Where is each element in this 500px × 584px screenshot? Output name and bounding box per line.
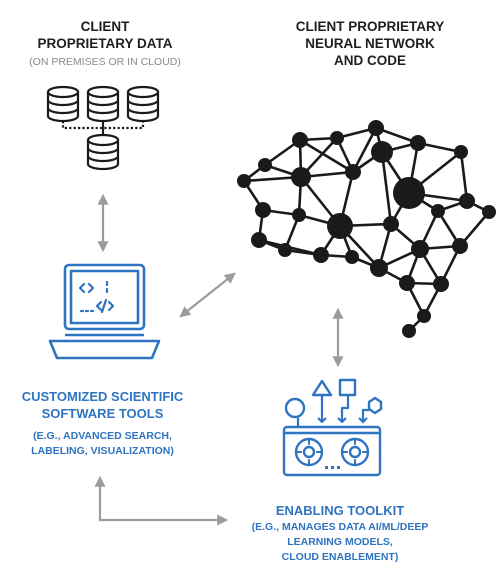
- network-title-line1: CLIENT PROPRIETARY: [295, 19, 445, 34]
- network-node: [399, 275, 415, 291]
- network-node: [278, 243, 292, 257]
- network-node: [411, 240, 429, 258]
- network-node: [452, 238, 468, 254]
- network-edge: [351, 126, 378, 174]
- network-node: [237, 174, 251, 188]
- network-edge: [298, 138, 355, 174]
- toolkit-sub-line1: (E.G., MANAGES DATA AI/ML/DEEP: [251, 521, 429, 533]
- circle-shape-icon: [284, 397, 306, 419]
- software-tools-title-line2: SOFTWARE TOOLS: [41, 406, 164, 421]
- database-cluster-icon: [46, 85, 160, 171]
- client-data-title: CLIENT PROPRIETARY DATA: [20, 18, 190, 52]
- network-node: [313, 247, 329, 263]
- database-icon-center: [86, 85, 120, 123]
- network-node: [327, 213, 353, 239]
- network-node: [410, 135, 426, 151]
- arrow-tools-to-toolkit: [94, 475, 229, 526]
- square-shape-icon: [338, 378, 357, 397]
- code-glyphs: [78, 280, 115, 314]
- toolkit-sub-line3: CLOUD ENABLEMENT): [281, 551, 399, 563]
- network-node: [255, 202, 271, 218]
- network-node: [258, 158, 272, 172]
- hexagon-shape-icon: [367, 396, 383, 415]
- network-title: CLIENT PROPRIETARY NEURAL NETWORK AND CO…: [270, 18, 470, 69]
- network-node: [345, 164, 361, 180]
- network-node: [433, 276, 449, 292]
- laptop-screen: [63, 263, 146, 331]
- network-edges: [242, 126, 491, 333]
- network-node: [371, 141, 393, 163]
- network-node: [291, 167, 311, 187]
- software-tools-title: CUSTOMIZED SCIENTIFIC SOFTWARE TOOLS: [5, 388, 200, 422]
- network-node: [368, 120, 384, 136]
- network-node: [292, 132, 308, 148]
- database-connectors: [61, 121, 145, 135]
- database-icon-bottom: [86, 133, 120, 171]
- toolkit-sub-line2: LEARNING MODELS,: [287, 536, 393, 548]
- machine-body: [282, 425, 382, 477]
- network-node: [370, 259, 388, 277]
- network-node: [459, 193, 475, 209]
- network-node: [402, 324, 416, 338]
- database-icon-right: [126, 85, 160, 123]
- network-node: [345, 250, 359, 264]
- network-node: [417, 309, 431, 323]
- brain-network-icon: [237, 120, 496, 338]
- network-title-line3: AND CODE: [333, 53, 406, 68]
- network-node: [251, 232, 267, 248]
- network-node: [393, 177, 425, 209]
- software-tools-title-line1: CUSTOMIZED SCIENTIFIC: [21, 389, 184, 404]
- network-title-line2: NEURAL NETWORK: [305, 36, 435, 51]
- network-node: [330, 131, 344, 145]
- network-node: [482, 205, 496, 219]
- network-node: [292, 208, 306, 222]
- connector-arrows: [94, 193, 344, 526]
- input-arrows: [296, 396, 369, 426]
- client-data-title-line1: CLIENT: [80, 19, 130, 34]
- toolkit-subtitle: (E.G., MANAGES DATA AI/ML/DEEP LEARNING …: [222, 520, 458, 565]
- software-tools-subtitle: (E.G., ADVANCED SEARCH, LABELING, VISUAL…: [5, 429, 200, 459]
- triangle-shape-icon: [311, 379, 333, 397]
- network-nodes: [237, 120, 496, 338]
- client-data-title-line2: PROPRIETARY DATA: [37, 36, 173, 51]
- toolkit-machine-icon: [282, 378, 383, 477]
- database-icon-left: [46, 85, 80, 123]
- laptop-code-icon: [48, 263, 161, 360]
- network-node: [431, 204, 445, 218]
- arrow-tools-to-network: [179, 272, 236, 318]
- laptop-base: [48, 339, 161, 360]
- client-data-subtitle: (ON PREMISES OR IN CLOUD): [29, 56, 181, 68]
- software-tools-sub-line2: LABELING, VISUALIZATION): [31, 445, 174, 457]
- network-node: [454, 145, 468, 159]
- network-edge: [380, 150, 393, 226]
- toolkit-title: ENABLING TOOLKIT: [275, 503, 405, 518]
- network-edge: [459, 150, 469, 203]
- software-tools-sub-line1: (E.G., ADVANCED SEARCH,: [33, 430, 172, 442]
- network-node: [383, 216, 399, 232]
